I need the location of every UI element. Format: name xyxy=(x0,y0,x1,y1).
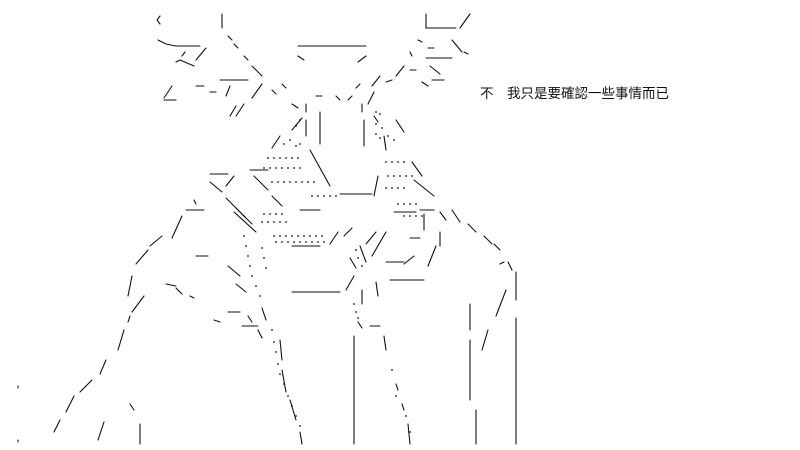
right-arm xyxy=(469,261,517,445)
left-antler xyxy=(156,13,299,117)
right-antler xyxy=(367,13,471,105)
collar xyxy=(227,211,437,305)
shoulders-and-hair xyxy=(135,149,501,265)
dialogue-text: 不 我只是要確認一些事情而已 xyxy=(480,86,669,102)
dotted-shading xyxy=(243,111,423,433)
torso xyxy=(279,321,411,445)
left-arm-and-cloak xyxy=(17,275,267,445)
head-outline xyxy=(271,45,405,151)
